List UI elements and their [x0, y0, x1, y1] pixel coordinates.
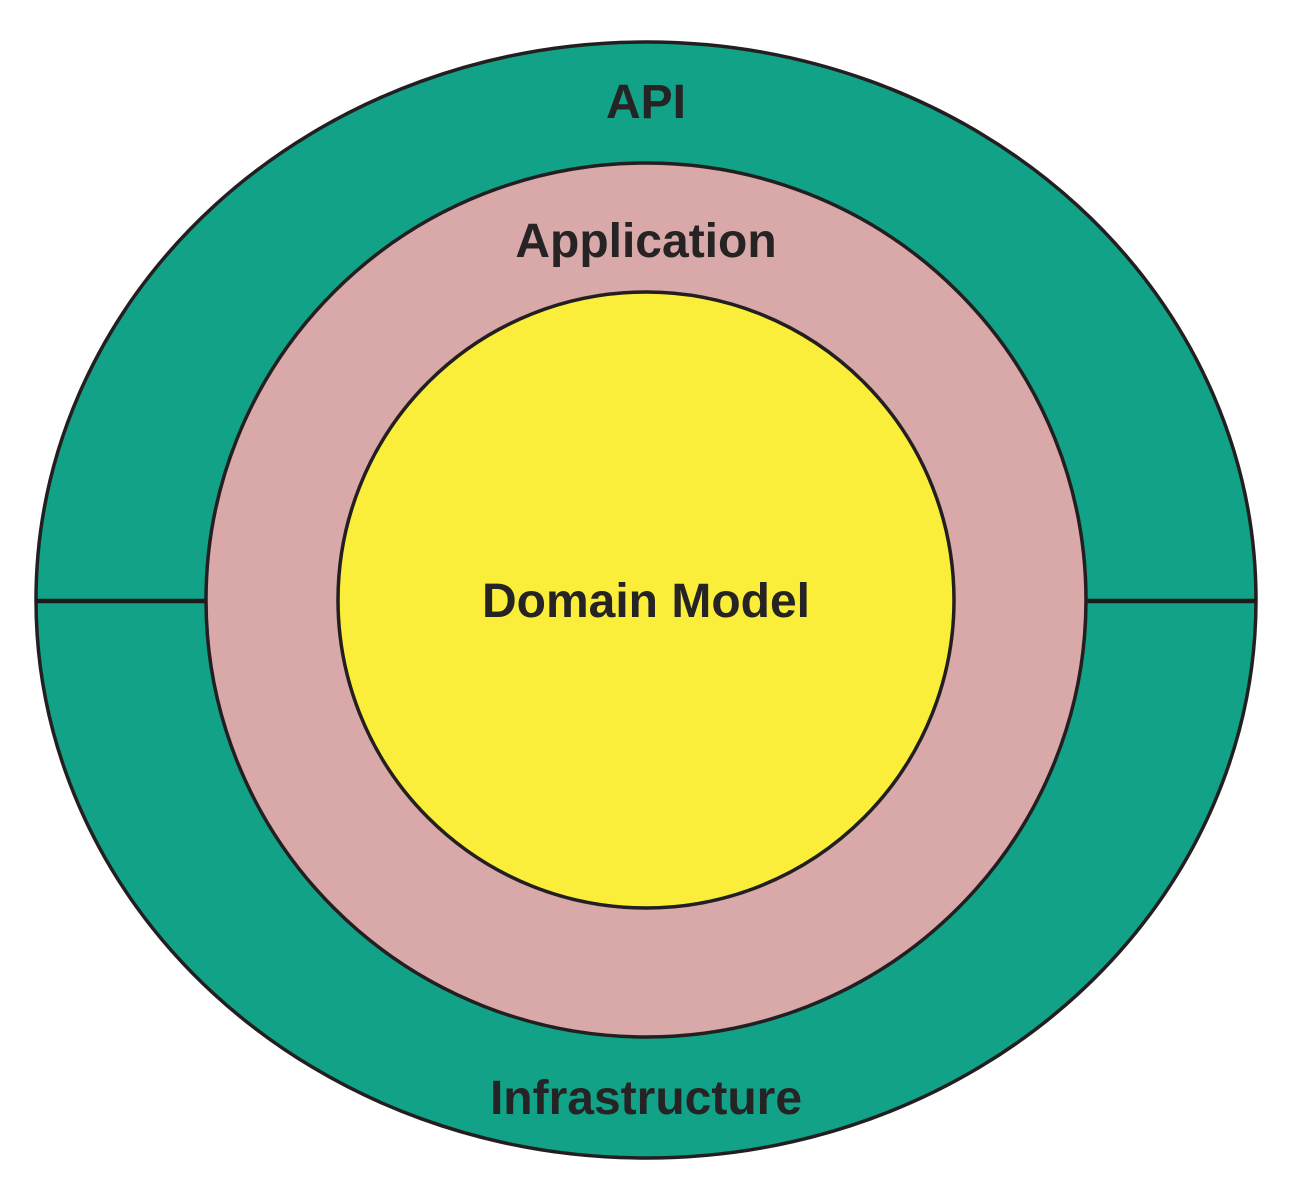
api-label: API [606, 76, 686, 129]
application-label: Application [515, 215, 776, 268]
domain-model-circle [336, 290, 956, 910]
infrastructure-label: Infrastructure [490, 1072, 802, 1125]
domain-model-label: Domain Model [482, 575, 810, 628]
